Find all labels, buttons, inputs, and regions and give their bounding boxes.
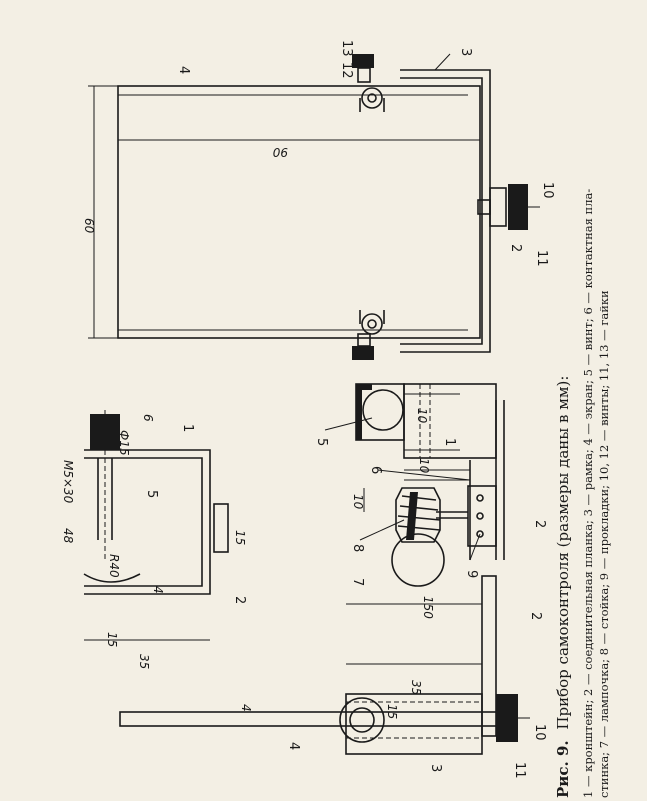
label-2-mid: 2 — [532, 520, 547, 528]
lamp-bulb-7 — [391, 533, 445, 587]
dimension-150: 150 — [421, 596, 435, 619]
lamp-assembly: 10 10 10 5 1 6 8 7 9 — [314, 383, 547, 587]
radius-arc — [83, 573, 141, 583]
label-3-bottom: 3 — [428, 764, 443, 772]
svg-text:Рис. 9. Прибор самоконтр: Рис. 9. Прибор самоконтроля (размеры дан… — [554, 376, 572, 798]
frame-3-side — [345, 693, 483, 755]
label-3-top: 3 — [458, 48, 473, 56]
label-2-top: 2 — [508, 244, 523, 252]
dimension-m5x30: М5×30 — [61, 460, 75, 504]
dimension-6: 6 — [141, 414, 155, 422]
label-5-mid: 5 — [314, 438, 329, 446]
frame-with-screen: 60 90 4 13 12 3 10 2 11 — [82, 40, 555, 360]
dimension-90: 90 — [272, 145, 288, 159]
label-1-detail: 1 — [180, 424, 195, 432]
dimension-48: 48 — [61, 528, 75, 544]
dimension-10-a: 10 — [415, 408, 429, 424]
screw-5-head — [362, 389, 404, 431]
label-8: 8 — [350, 544, 365, 552]
frame-wire — [400, 69, 491, 353]
label-9: 9 — [464, 570, 479, 578]
dimension-4: 4 — [239, 704, 253, 712]
dimension-35-detail: 35 — [137, 654, 151, 669]
dimension-15-right: 15 — [233, 530, 247, 545]
dimension-r40: R40 — [107, 554, 121, 578]
label-2-bottom: 2 — [528, 612, 543, 620]
label-12: 12 — [339, 62, 354, 79]
dimension-f15: Ф15 — [117, 430, 131, 456]
dimension-10-b: 10 — [417, 458, 431, 474]
label-1-mid: 1 — [442, 438, 457, 446]
plate-2-long — [481, 575, 497, 737]
label-13-top: 13 — [339, 40, 354, 57]
dimension-4-detail: 4 — [151, 586, 165, 594]
label-2-detail: 2 — [232, 596, 247, 604]
caption-legend-line1: 1 — кронштейн; 2 — соединительная планка… — [581, 189, 595, 798]
caption: Рис. 9. Прибор самоконтроля (размеры дан… — [554, 189, 611, 798]
screen-4-side — [119, 711, 501, 727]
caption-title-bold: Рис. 9. — [554, 740, 572, 798]
label-5-detail: 5 — [144, 490, 159, 498]
dimension-10-c: 10 — [351, 494, 365, 510]
dimension-60: 60 — [82, 218, 96, 234]
side-view: 35 150 15 4 2 3 4 10 11 — [119, 575, 547, 779]
nut-13-top — [352, 54, 374, 68]
label-10-top: 10 — [540, 182, 555, 199]
screen-outline — [117, 85, 481, 339]
bracket-detail: Ф15 6 М5×30 48 R40 15 4 15 35 1 5 2 — [61, 410, 247, 669]
label-7: 7 — [350, 578, 365, 586]
label-10-bottom: 10 — [532, 724, 547, 741]
plate-2-top — [489, 187, 507, 227]
lamp-base — [395, 487, 441, 543]
label-4-top: 4 — [176, 66, 191, 74]
dimension-35: 35 — [409, 680, 423, 695]
label-11-top: 11 — [534, 250, 549, 267]
label-11-bottom: 11 — [512, 762, 527, 779]
label-4-bottom: 4 — [286, 742, 301, 750]
label-6: 6 — [368, 466, 383, 474]
caption-legend-line2: стинка; 7 — лампочка; 8 — стойка; 9 — пр… — [597, 290, 611, 798]
nut-13-bottom — [352, 346, 374, 360]
nut-11-top — [508, 184, 528, 230]
dimension-15: 15 — [385, 704, 399, 719]
bracket-detail-outline — [84, 449, 211, 595]
caption-title: Прибор самоконтроля (размеры даны в мм): — [554, 376, 572, 730]
